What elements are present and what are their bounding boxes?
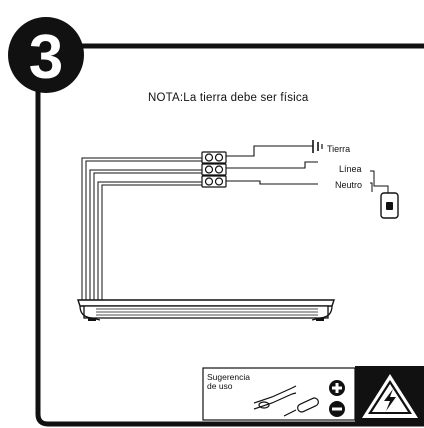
suggestion-line-2: de uso bbox=[207, 381, 233, 391]
wall-switch-icon bbox=[380, 192, 399, 219]
step-frame bbox=[35, 43, 424, 427]
ground-label: Tierra bbox=[327, 144, 351, 154]
svg-text:3: 3 bbox=[29, 23, 63, 92]
ground-symbol-icon bbox=[305, 140, 323, 153]
minus-icon bbox=[329, 401, 345, 417]
switch-leads bbox=[370, 170, 389, 196]
terminal-block-icon bbox=[201, 151, 227, 188]
suggestion-line-1: Sugerencia bbox=[207, 372, 251, 382]
suggestion-label: Sugerencia de uso bbox=[207, 373, 267, 391]
line-label: Línea bbox=[339, 164, 362, 174]
pliers-icon bbox=[253, 385, 297, 410]
neutral-label: Neutro bbox=[335, 180, 363, 190]
ground-note: NOTA:La tierra debe ser física bbox=[148, 92, 309, 104]
led-fixture-icon bbox=[77, 299, 335, 321]
fixture-wires bbox=[81, 157, 202, 300]
plus-icon bbox=[329, 380, 345, 396]
supply-wires bbox=[226, 145, 318, 185]
high-voltage-warning-icon bbox=[355, 366, 424, 424]
screwdriver-icon bbox=[283, 397, 319, 417]
number-3-badge-icon: 3 bbox=[8, 17, 84, 93]
